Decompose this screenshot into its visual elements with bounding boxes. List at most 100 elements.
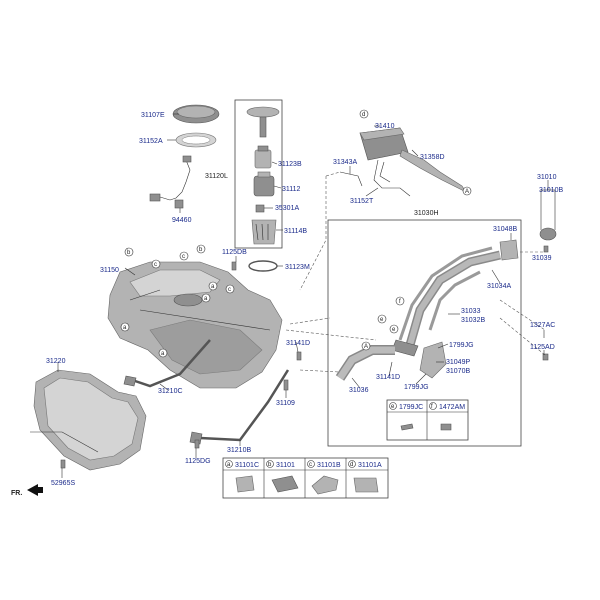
svg-text:A: A	[364, 344, 368, 350]
svg-text:31101C: 31101C	[235, 462, 259, 469]
callout-a-middle: a	[201, 293, 211, 303]
label-1327AC: 1327AC	[530, 322, 555, 329]
svg-text:f: f	[431, 404, 433, 410]
tank-strap-front	[123, 339, 211, 388]
label-31048B: 31048B	[493, 226, 517, 233]
fuel-tank	[107, 261, 283, 389]
label-31036: 31036	[349, 387, 369, 394]
pressure-regulator	[255, 204, 265, 213]
svg-text:1799JC: 1799JC	[399, 404, 423, 411]
callout-e-upper: e	[377, 314, 387, 324]
callout-c-left: c	[151, 259, 161, 269]
svg-text:31101A: 31101A	[358, 462, 382, 469]
svg-text:31101: 31101	[276, 462, 295, 469]
label-31032B: 31032B	[461, 317, 485, 324]
front-direction-indicator: FR.	[11, 484, 43, 497]
filler-neck-group-box	[327, 219, 522, 447]
label-31070B: 31070B	[446, 368, 470, 375]
svg-text:c: c	[154, 262, 157, 268]
svg-text:a: a	[204, 296, 208, 302]
label-94460: 94460	[172, 217, 192, 224]
label-35301A: 35301A	[275, 205, 299, 212]
legend-c: c 31101B	[307, 460, 341, 495]
callout-e-lower: e	[389, 324, 399, 334]
svg-text:b: b	[127, 250, 131, 256]
callout-c-upper: c	[179, 251, 189, 261]
fuel-pump-motor	[253, 171, 275, 197]
svg-text:d: d	[362, 112, 365, 118]
legend-e: e 1799JC	[389, 402, 423, 431]
label-31123M: 31123M	[285, 264, 310, 271]
label-31141D-upper: 31141D	[286, 340, 310, 347]
label-31114B: 31114B	[284, 228, 307, 235]
legend-a: a 31101C	[225, 460, 259, 493]
svg-text:d: d	[350, 462, 353, 468]
svg-text:a: a	[123, 325, 127, 331]
label-31112: 31112	[282, 186, 301, 193]
callout-c-lower: c	[225, 284, 235, 294]
label-31210B: 31210B	[227, 447, 251, 454]
label-31033: 31033	[461, 308, 481, 315]
svg-text:a: a	[227, 462, 231, 468]
label-31150: 31150	[100, 267, 119, 274]
legend-b: b 31101	[266, 460, 299, 493]
svg-text:e: e	[391, 404, 395, 410]
clip-legend-box	[386, 399, 469, 441]
callout-A-right: A	[462, 186, 472, 196]
filler-neck-pipe	[391, 246, 502, 357]
label-31141D-lower: 31141D	[376, 374, 400, 381]
fuel-filter	[254, 145, 272, 169]
pump-seal-ring	[248, 260, 278, 272]
svg-text:c: c	[309, 462, 312, 468]
svg-text:b: b	[268, 462, 272, 468]
label-31152A: 31152A	[139, 138, 163, 145]
label-31049P: 31049P	[446, 359, 470, 366]
svg-text:a: a	[211, 284, 215, 290]
label-31107E: 31107E	[141, 112, 165, 119]
bolts	[60, 261, 549, 469]
label-1799JG-lower: 1799JG	[404, 384, 429, 391]
label-31039: 31039	[532, 255, 552, 262]
lock-ring	[175, 132, 217, 148]
label-31410: 31410	[375, 123, 395, 130]
fuel-pump-flange	[246, 106, 280, 138]
fuel-pump-reservoir	[251, 219, 277, 245]
filler-hose	[335, 345, 395, 381]
callout-a-upper: a	[208, 281, 218, 291]
svg-text:b: b	[199, 247, 203, 253]
callout-b-right: b	[196, 244, 206, 254]
label-1125AD: 1125AD	[530, 344, 555, 351]
label-31343A: 31343A	[333, 159, 357, 166]
label-1125DG: 1125DG	[185, 458, 211, 465]
label-31123B: 31123B	[278, 161, 302, 168]
svg-text:31101B: 31101B	[317, 462, 341, 469]
label-31010B: 31010B	[539, 187, 563, 194]
callout-a-lower: a	[158, 348, 168, 358]
tank-heat-shield	[30, 369, 147, 471]
callout-a-left: a	[120, 322, 130, 332]
svg-text:c: c	[228, 287, 231, 293]
vapor-hose	[339, 171, 363, 187]
pad-legend-box	[222, 457, 389, 499]
svg-text:c: c	[182, 254, 185, 260]
svg-text:e: e	[380, 317, 384, 323]
callout-d: d	[359, 109, 369, 119]
label-31109: 31109	[276, 400, 295, 407]
front-arrow-icon	[27, 484, 43, 496]
label-1125DB: 1125DB	[222, 249, 247, 256]
callout-f: f	[395, 296, 405, 306]
svg-text:e: e	[392, 327, 396, 333]
svg-text:1472AM: 1472AM	[439, 404, 465, 411]
label-31030H: 31030H	[414, 210, 439, 217]
wiring-harness	[149, 155, 192, 209]
svg-text:A: A	[465, 189, 469, 195]
callout-b-left: b	[124, 247, 134, 257]
label-31034A: 31034A	[487, 283, 511, 290]
label-52965S: 52965S	[51, 480, 75, 487]
label-31152T: 31152T	[350, 198, 374, 205]
canister-bracket-tube	[373, 159, 411, 197]
front-label: FR.	[11, 490, 22, 497]
label-31210C: 31210C	[158, 388, 183, 395]
filler-neck-protector	[419, 341, 447, 379]
